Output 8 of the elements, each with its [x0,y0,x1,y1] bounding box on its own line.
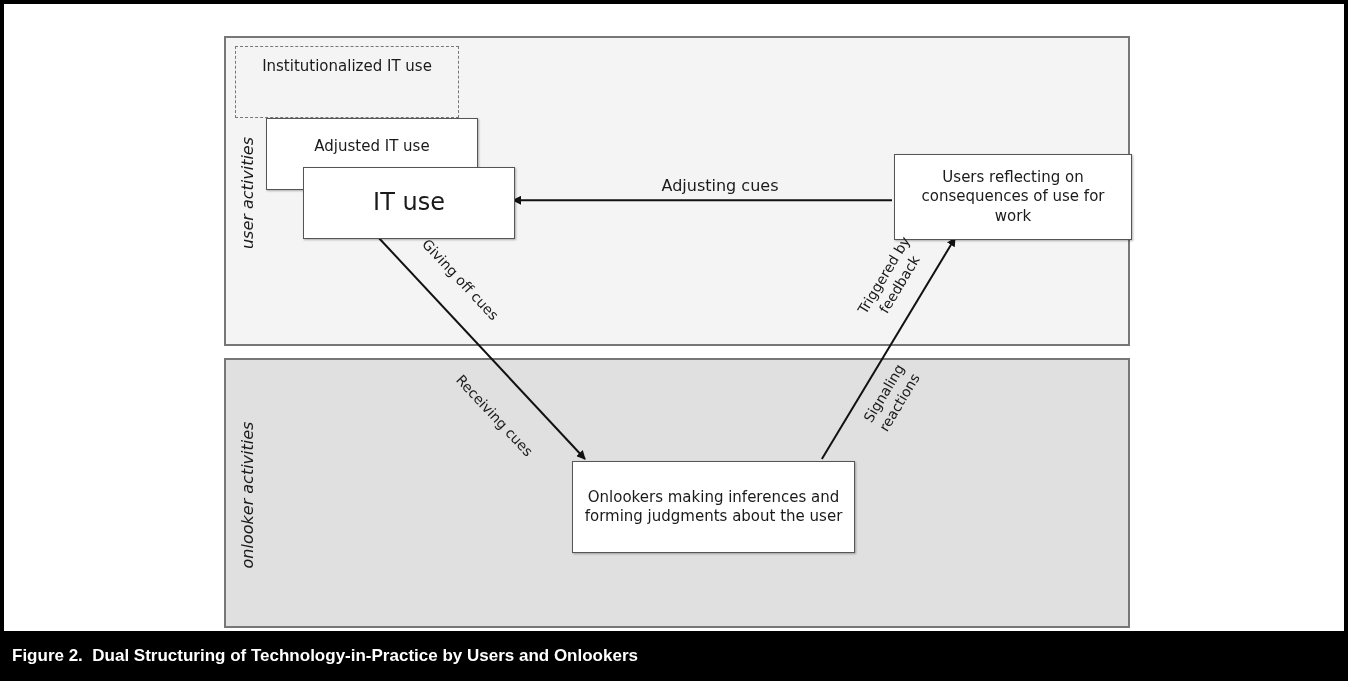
band-label: onlooker activities [237,421,257,569]
band-label: user activities [237,136,257,250]
figure-caption: Figure 2. Dual Structuring of Technology-in-Practice by Users and Onlookers [0,631,1348,681]
process-box: Onlookers making inferences and forming judgments about the user [572,461,855,553]
onlooker-activities-band [224,358,1130,628]
user-activities-band [224,36,1130,346]
process-box: IT use [303,167,515,239]
edge-label: Adjusting cues [661,176,779,196]
